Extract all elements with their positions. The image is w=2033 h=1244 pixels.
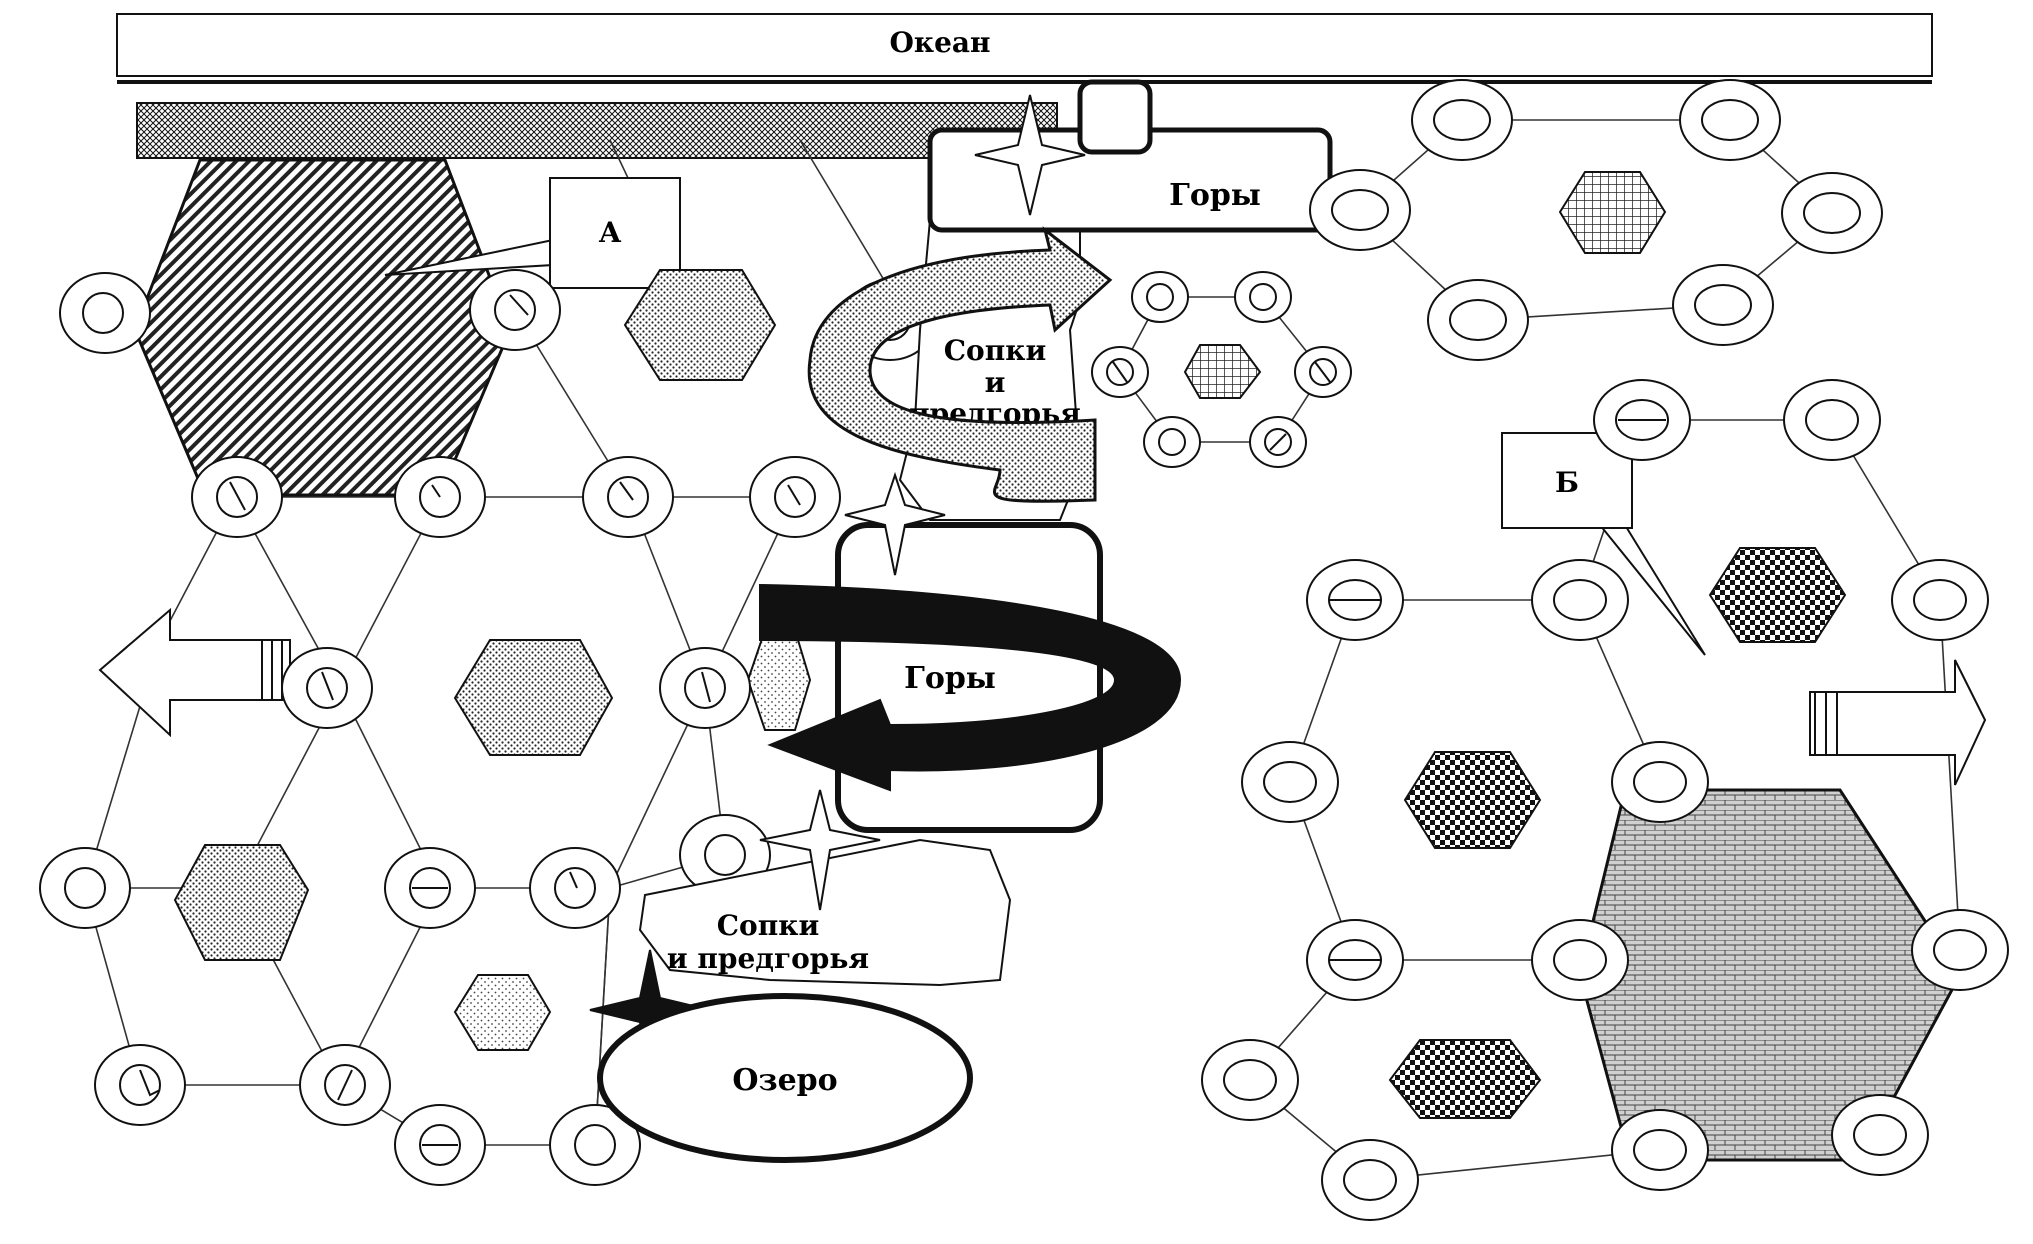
settlement-marker xyxy=(94,1044,186,1126)
settlement-marker xyxy=(1201,1039,1299,1121)
settlement-marker xyxy=(1306,919,1404,1001)
settlement-marker xyxy=(1911,909,2009,991)
ocean-label: Океан xyxy=(889,26,990,59)
settlement-marker xyxy=(749,456,841,538)
settlement-marker xyxy=(1091,346,1149,398)
settlement-marker xyxy=(394,456,486,538)
large-hexagon-a xyxy=(133,158,512,497)
settlement-marker xyxy=(1309,169,1411,251)
lake: Озеро xyxy=(597,993,973,1163)
hexagon-dots-1 xyxy=(623,269,777,381)
star-icon xyxy=(844,471,946,576)
hills-top-label-1: Сопки xyxy=(944,334,1046,367)
settlement-marker xyxy=(1131,271,1189,323)
star-icon xyxy=(759,789,881,911)
settlement-marker xyxy=(59,272,151,354)
settlement-marker xyxy=(1234,271,1292,323)
settlement-marker xyxy=(1321,1139,1419,1221)
hills-bottom-label-2: и предгорья xyxy=(667,942,869,975)
settlement-marker xyxy=(1411,79,1513,161)
right-arrow xyxy=(1809,659,1987,786)
mountains-mid-label: Горы xyxy=(904,661,996,696)
hexagon-checker-1 xyxy=(1708,547,1847,643)
lake-label: Озеро xyxy=(732,1063,837,1098)
hills-bottom-label-1: Сопки xyxy=(717,909,819,942)
settlement-marker xyxy=(1531,559,1629,641)
hexagon-light-1 xyxy=(453,974,552,1051)
mountains-top-label: Горы xyxy=(1169,178,1261,213)
settlement-marker xyxy=(1427,279,1529,361)
hexagon-light-2 xyxy=(746,629,812,731)
star-icon xyxy=(974,94,1086,216)
settlement-marker xyxy=(549,1104,641,1186)
spiral-arrow-bottom xyxy=(759,583,1182,792)
settlement-markers-left xyxy=(39,269,936,1186)
settlement-marker xyxy=(659,647,751,729)
settlement-marker xyxy=(281,647,373,729)
settlement-marker xyxy=(1783,379,1881,461)
settlement-marker xyxy=(299,1044,391,1126)
callout-b-label: Б xyxy=(1555,466,1579,499)
settlement-marker xyxy=(529,847,621,929)
hexagon-dots-2 xyxy=(453,639,614,756)
hexagon-checker-3 xyxy=(1388,1039,1542,1119)
settlement-marker xyxy=(1241,741,1339,823)
coast-strip xyxy=(136,102,1058,159)
hexagon-dots-3 xyxy=(173,844,310,961)
settlement-marker xyxy=(39,847,131,929)
settlement-marker xyxy=(469,269,561,351)
settlement-marker xyxy=(1531,919,1629,1001)
hexagon-checker-2 xyxy=(1403,751,1542,849)
settlement-marker xyxy=(1249,416,1307,468)
settlement-marker xyxy=(1143,416,1201,468)
settlement-marker xyxy=(1781,172,1883,254)
settlement-marker xyxy=(191,456,283,538)
settlement-marker xyxy=(1306,559,1404,641)
spiral-arrow-top xyxy=(807,226,1113,503)
settlement-marker xyxy=(1294,346,1352,398)
settlement-marker xyxy=(582,456,674,538)
settlement-marker xyxy=(1679,79,1781,161)
settlement-marker xyxy=(384,847,476,929)
settlement-marker xyxy=(394,1104,486,1186)
hills-top-label-2: и xyxy=(985,366,1006,399)
callout-a: А xyxy=(384,177,681,289)
settlement-marker xyxy=(1891,559,1989,641)
callout-b: Б xyxy=(1501,432,1706,656)
ocean-band: Океан xyxy=(116,13,1933,84)
callout-a-label: А xyxy=(599,216,622,249)
settlement-marker xyxy=(1593,379,1691,461)
small-network xyxy=(1091,271,1352,468)
top-right-network xyxy=(1309,79,1883,361)
settlement-marker xyxy=(1672,264,1774,346)
left-arrow xyxy=(98,607,291,738)
settlement-marker xyxy=(1611,1109,1709,1191)
right-network: Б xyxy=(1201,379,2009,1221)
settlement-marker xyxy=(1831,1094,1929,1176)
settlement-marker xyxy=(1611,741,1709,823)
